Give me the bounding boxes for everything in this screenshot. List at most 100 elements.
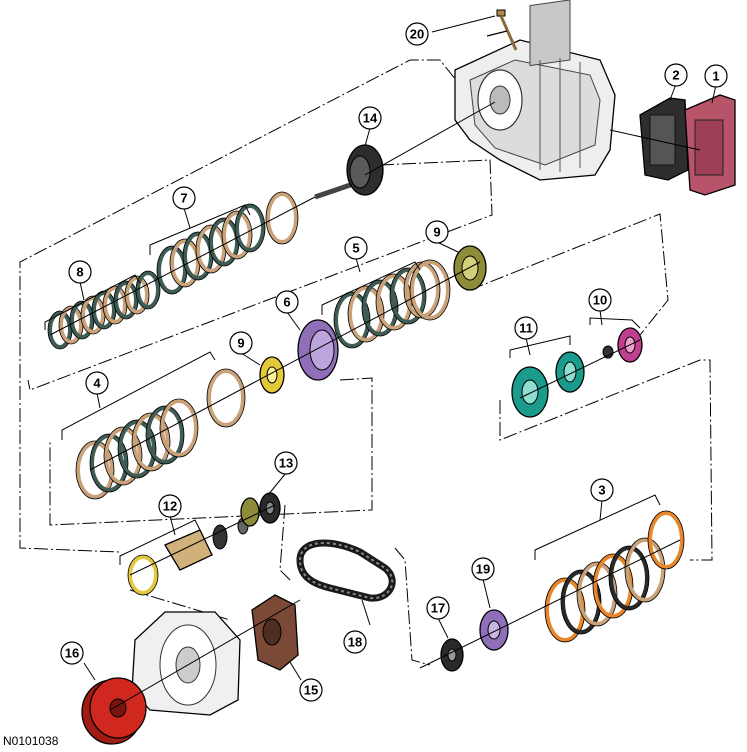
clutch-plate: [266, 192, 298, 244]
clutch-plate: [207, 369, 245, 427]
callout-1: 1: [704, 64, 728, 88]
clutch-plate-outline: [89, 433, 129, 493]
callout-number: 4: [93, 376, 101, 391]
callout-20: 20: [405, 22, 429, 46]
clutch-plate-outline: [127, 554, 159, 596]
callout-19: 19: [471, 557, 495, 581]
callout-number: 8: [76, 265, 83, 280]
clutch-plate-outline: [560, 569, 602, 635]
clutch-plate: [81, 296, 105, 334]
leader-lines: [79, 15, 717, 681]
callout-11: 11: [514, 316, 538, 340]
clutch-plate: [362, 280, 398, 336]
callout-number: 13: [279, 456, 293, 471]
clutch-plate: [183, 232, 213, 280]
gear-19: [479, 609, 509, 651]
clutch-plate: [209, 218, 239, 266]
callout-number: 20: [410, 27, 424, 42]
clutch-plate-outline: [234, 203, 266, 253]
clutch-plate: [625, 538, 665, 602]
clutch-plate: [648, 511, 684, 569]
callout-number: 12: [163, 499, 177, 514]
group-brackets: [44, 204, 661, 565]
clutch-plate: [128, 555, 158, 595]
callout-13: 13: [274, 451, 298, 475]
callout-number: 9: [433, 225, 440, 240]
callout-9a: 9: [425, 220, 449, 244]
clutch-plate-outline: [75, 440, 115, 500]
callout-number: 10: [593, 293, 607, 308]
callout-number: 5: [352, 241, 359, 256]
clutch-plate-outline: [103, 426, 143, 486]
torque-converter-16: [81, 677, 147, 745]
callout-number: 9: [237, 336, 244, 351]
sun-shell-drum: [297, 319, 339, 381]
clutch-plate: [235, 204, 265, 252]
callout-number: 16: [65, 646, 79, 661]
clutch-plate-outline: [221, 210, 253, 260]
clutch-plate-outline: [361, 279, 399, 337]
clutch-plate-outline: [409, 259, 451, 321]
clutch-plate: [609, 546, 649, 610]
clutch-plate-outline: [265, 191, 299, 245]
clutch-plate-outline: [145, 405, 185, 465]
callout-number: 18: [348, 635, 362, 650]
clutch-plate: [170, 239, 200, 287]
callout-7: 7: [172, 186, 196, 210]
bolt-20: [486, 9, 518, 51]
clutch-plate: [92, 291, 116, 329]
clutch-plate-outline: [117, 419, 157, 479]
clutch-plate: [136, 271, 160, 309]
clutch-plate: [103, 286, 127, 324]
output-gear-17: [440, 638, 464, 672]
callout-15: 15: [299, 678, 323, 702]
clutch-pack-rings: [47, 191, 685, 643]
sun-gear-lower: [259, 356, 285, 394]
clutch-plate-outline: [206, 368, 246, 428]
callout-number: 7: [180, 191, 187, 206]
transmission-case: [454, 0, 616, 181]
figure-id: N0101038: [3, 734, 59, 748]
callout-number: 11: [519, 321, 533, 336]
callout-8: 8: [68, 260, 92, 284]
oil-pump-15: [251, 594, 299, 671]
clutch-plate-outline: [347, 285, 385, 343]
transfer-gear-13: [240, 492, 281, 527]
callout-number: 19: [476, 562, 490, 577]
clutch-plate: [48, 311, 72, 349]
sun-gear-upper: [453, 245, 487, 291]
clutch-plate: [157, 246, 187, 294]
callout-number: 14: [363, 111, 378, 126]
callout-number: 15: [304, 683, 318, 698]
main-control-valve-body: [639, 97, 689, 181]
clutch-plate: [160, 399, 198, 457]
centerlines: [49, 101, 701, 711]
assembly-path-lines: [19, 59, 713, 666]
callout-5: 5: [344, 236, 368, 260]
callout-12: 12: [158, 494, 182, 518]
callout-number: 1: [712, 69, 719, 84]
callout-number: 17: [431, 601, 445, 616]
callout-10: 10: [588, 288, 612, 312]
differential-assembly-12: [164, 517, 249, 571]
callout-number: 6: [283, 295, 290, 310]
clutch-plate: [114, 281, 138, 319]
callout-18: 18: [343, 630, 367, 654]
clutch-plate-outline: [131, 412, 171, 472]
clutch-plate-outline: [624, 537, 666, 603]
callout-17: 17: [426, 596, 450, 620]
clutch-plate-outline: [592, 553, 634, 619]
callout-6: 6: [275, 290, 299, 314]
clutch-plate-outline: [576, 561, 618, 627]
clutch-plate: [376, 274, 412, 330]
valve-body-cover: [684, 94, 736, 196]
planet-carrier-11: [511, 351, 585, 418]
callout-9b: 9: [229, 331, 253, 355]
planetary-gear-10: [602, 327, 643, 363]
clutch-plate: [410, 260, 450, 320]
clutch-plate: [334, 292, 370, 348]
clutch-plate-outline: [608, 545, 650, 611]
